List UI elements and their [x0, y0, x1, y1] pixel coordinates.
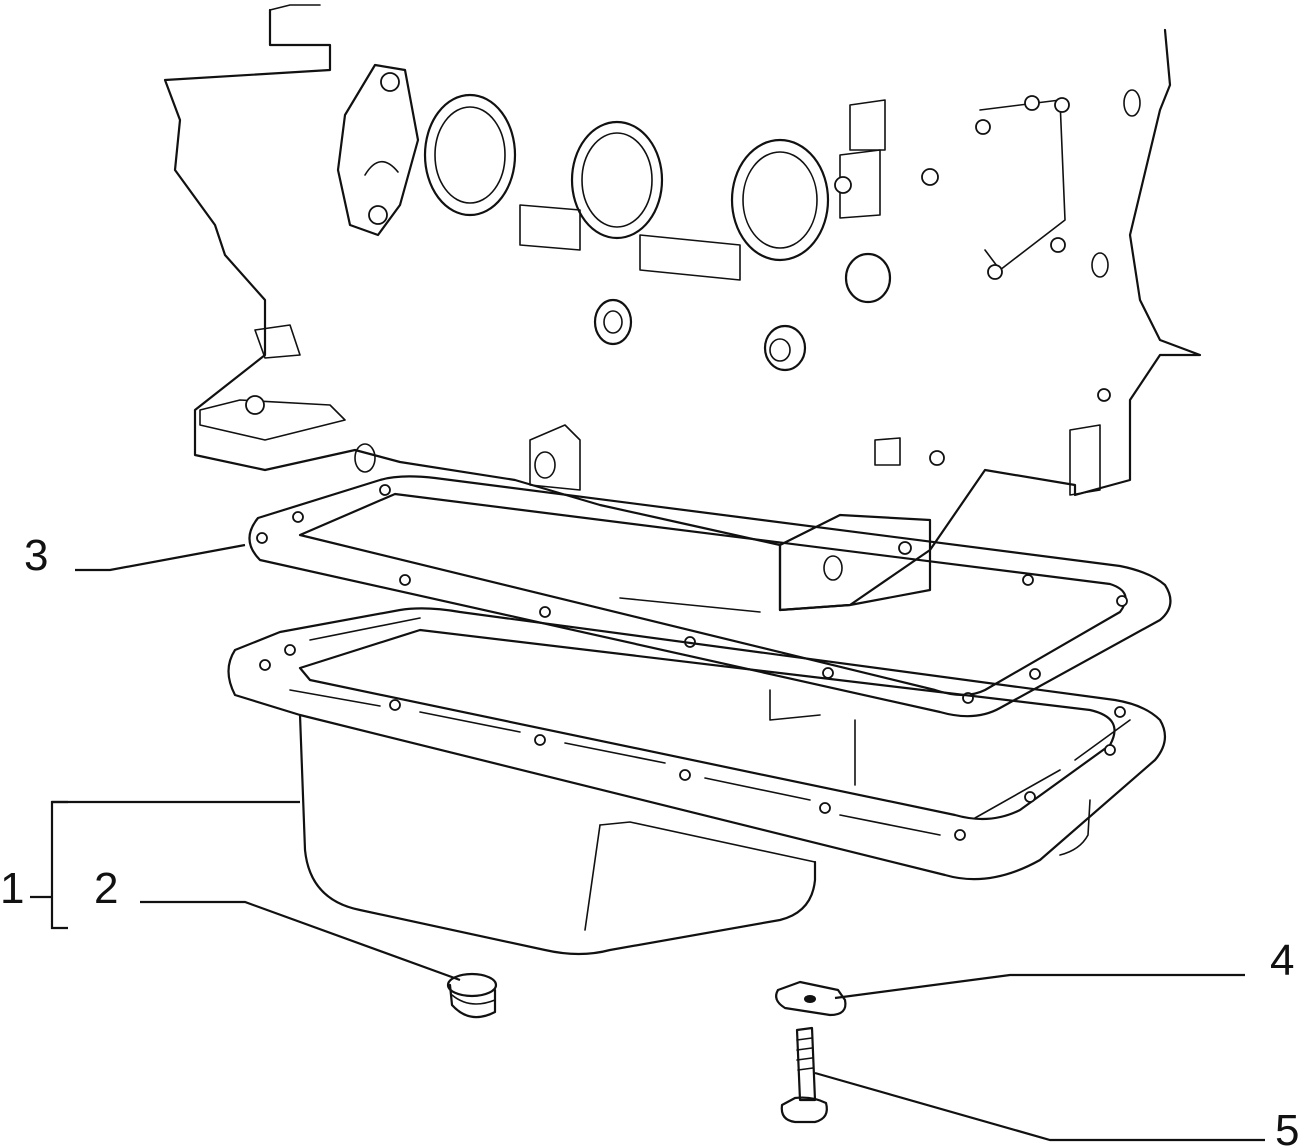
engine-block-illustration: [163, 4, 1202, 612]
callout-4: 4: [1270, 936, 1294, 985]
callout-5: 5: [1275, 1106, 1299, 1148]
leader-lines: [30, 543, 1265, 1142]
bolt: [780, 1026, 828, 1124]
washer: [775, 980, 847, 1017]
sump-gasket: [248, 475, 1172, 718]
oil-sump: [227, 597, 1167, 956]
callout-3: 3: [24, 531, 48, 580]
callout-1: 1: [0, 864, 24, 913]
drain-plug: [446, 972, 498, 1019]
callout-2: 2: [94, 864, 118, 913]
